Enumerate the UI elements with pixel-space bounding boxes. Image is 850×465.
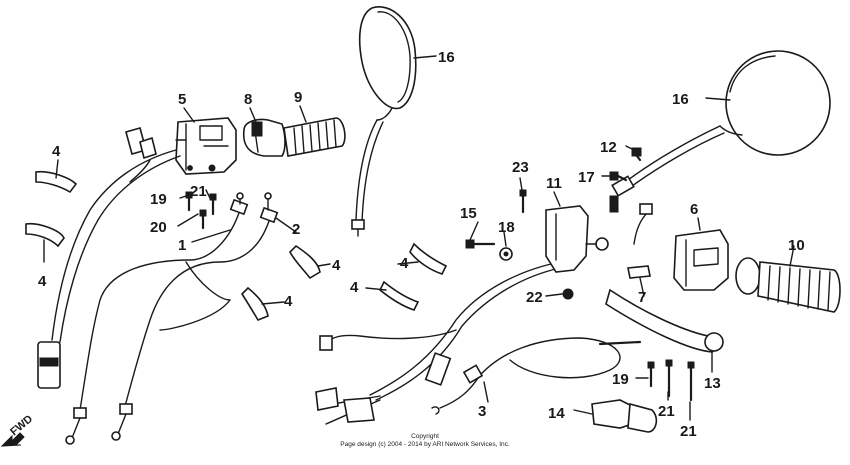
wire-connectors — [125, 127, 157, 183]
callout-17: 17 — [578, 169, 595, 186]
callout-21: 21 — [190, 183, 207, 200]
master-cylinder-bracket — [519, 189, 609, 273]
throttle-cables — [65, 192, 279, 445]
callout-3: 3 — [478, 403, 486, 420]
clutch-cable — [431, 337, 642, 415]
copyright-line-2: Page design (c) 2004 - 2014 by ARI Netwo… — [340, 441, 510, 448]
right-grip — [735, 257, 841, 313]
callout-4: 4 — [350, 279, 359, 296]
callout-23: 23 — [512, 159, 529, 176]
callout-16: 16 — [438, 49, 455, 66]
forward-direction-indicator: FWD — [0, 413, 35, 447]
callout-4: 4 — [38, 273, 47, 290]
callout-8: 8 — [244, 91, 252, 108]
throttle-grip — [242, 117, 346, 157]
callout-4: 4 — [332, 257, 341, 274]
right-mirror — [609, 50, 831, 213]
callout-1: 1 — [178, 237, 186, 254]
callout-7: 7 — [638, 289, 646, 306]
callout-21: 21 — [658, 403, 675, 420]
callout-4: 4 — [52, 143, 61, 160]
callout-5: 5 — [178, 91, 186, 108]
callout-4: 4 — [400, 255, 409, 272]
callout-22: 22 — [526, 289, 543, 306]
callout-19: 19 — [150, 191, 167, 208]
callout-10: 10 — [788, 237, 805, 254]
callout-20: 20 — [150, 219, 167, 236]
callout-15: 15 — [460, 205, 477, 222]
callout-6: 6 — [690, 201, 698, 218]
copyright-notice: Copyright Page design (c) 2004 - 2014 by… — [340, 433, 510, 448]
screws-left — [185, 191, 217, 230]
brake-light-switch — [591, 399, 658, 433]
callout-14: 14 — [548, 405, 565, 422]
callout-12: 12 — [600, 139, 617, 156]
main-wire-harness — [315, 261, 561, 425]
left-switch-housing — [175, 117, 237, 175]
callout-4: 4 — [284, 293, 293, 310]
callout-11: 11 — [546, 175, 562, 192]
callout-9: 9 — [294, 89, 302, 106]
left-mirror — [351, 6, 417, 237]
cable-clamps — [25, 170, 448, 321]
right-switch-housing — [633, 203, 729, 291]
callout-2: 2 — [292, 221, 300, 238]
callout-19: 19 — [612, 371, 629, 388]
callout-labels: 16 16 5 8 9 4 4 19 21 20 1 2 4 4 4 4 15 … — [38, 49, 805, 440]
callout-13: 13 — [704, 375, 721, 392]
fwd-arrow-icon — [0, 432, 25, 447]
leader-lines — [43, 55, 795, 421]
copyright-line-1: Copyright — [411, 433, 439, 440]
left-wire-harness — [37, 149, 181, 389]
callout-16: 16 — [672, 91, 689, 108]
callout-18: 18 — [498, 219, 515, 236]
callout-21: 21 — [680, 423, 697, 440]
screws-center — [465, 239, 574, 300]
brake-lever — [605, 265, 724, 402]
